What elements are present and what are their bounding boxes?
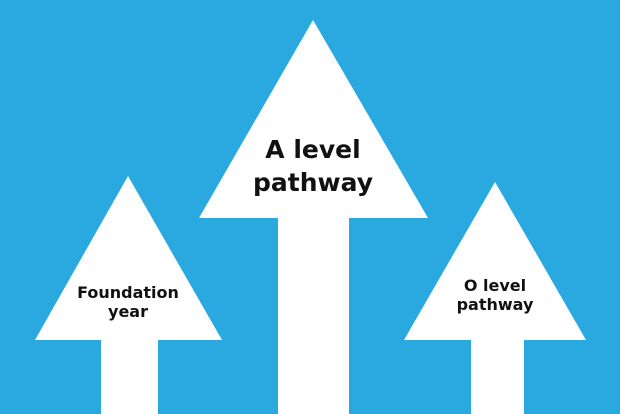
label-line: Foundation: [77, 283, 179, 302]
arrow-head: [404, 182, 586, 340]
arrow-a-level-pathway: [199, 20, 428, 414]
label-line: pathway: [252, 167, 373, 197]
arrow-foundation-year: [35, 176, 222, 414]
label-line: year: [108, 302, 148, 322]
label-line: O level: [463, 276, 527, 295]
arrow-stem: [101, 339, 158, 414]
arrow-head: [35, 176, 222, 340]
o-level-pathway-label: O level pathway: [430, 276, 560, 314]
arrow-o-level-pathway: [404, 182, 586, 414]
arrow-stem: [278, 217, 349, 414]
arrow-stem: [471, 339, 524, 414]
arrow-head: [199, 20, 428, 218]
a-level-pathway-label: A level pathway: [220, 134, 406, 199]
foundation-year-label: Foundation year: [50, 283, 206, 321]
label-line: A level: [265, 135, 361, 164]
label-line: pathway: [456, 295, 534, 315]
